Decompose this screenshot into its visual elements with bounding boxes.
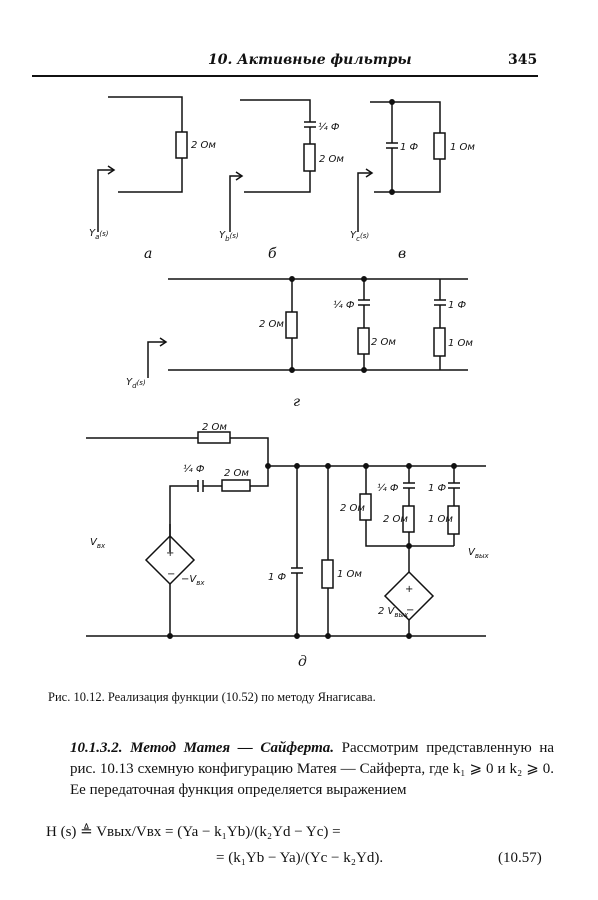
label-d-r1-right: 1 Ом (428, 514, 453, 525)
resistor-v (433, 132, 446, 160)
circuit-b: ¼ Ф 2 Ом Yb(s) б (219, 99, 344, 262)
label-v-r: 1 Ом (450, 142, 475, 153)
svg-text:−: − (406, 605, 414, 616)
resistor-b (303, 143, 316, 172)
label-d-c1: 1 Ф (268, 572, 287, 583)
resistor-g-2 (285, 311, 298, 339)
label-g-r2b: 2 Ом (371, 337, 396, 348)
panel-letter-g: г (293, 394, 300, 410)
resistor-d-ground (321, 559, 334, 589)
equation-number: (10.57) (498, 850, 542, 866)
label-d-r-top: 2 Ом (202, 422, 227, 433)
label-v-c: 1 Ф (400, 142, 419, 153)
label-d-c1-right: 1 Ф (428, 483, 447, 494)
label-g-c1: ¼ Ф (333, 299, 355, 311)
svg-text:+: + (166, 548, 174, 559)
figure-caption: Рис. 10.12. Реализация функции (10.52) п… (48, 690, 376, 704)
page-number: 345 (508, 52, 538, 68)
label-d-c-quarter-right: ¼ Ф (377, 482, 399, 494)
label-yc: Yc(s) (350, 230, 369, 243)
svg-text:−: − (167, 569, 175, 580)
label-b-c: ¼ Ф (318, 121, 340, 133)
label-2vout: 2 Vвых (378, 606, 409, 619)
circuit-a: 2 Ом Ya(s) а (89, 96, 216, 262)
label-yd: Yd(s) (126, 377, 146, 390)
circuit-g: 2 Ом ¼ Ф 2 Ом 1 Ф 1 Ом Yd(s) г (126, 276, 473, 410)
equation-line-2: = (k₁Yb − Ya)/(Yc − k₂Yd). (216, 850, 384, 866)
resistor-d-series (221, 479, 251, 492)
panel-letter-v: в (398, 246, 406, 262)
equation-line-1: H (s) ≜ Vвых/Vвх = (Ya − k₁Yb)/(k₂Yd − Y… (46, 824, 341, 840)
resistor-g-mid (357, 327, 370, 355)
label-d-r-series: 2 Ом (224, 468, 249, 479)
section-text: Рассмотрим представленную на рис. 10.13 … (70, 740, 555, 798)
circuit-v: 1 Ф 1 Ом Yc(s) в (350, 99, 475, 262)
resistor-a (175, 131, 188, 159)
label-d-r2-left: 2 Ом (340, 503, 365, 514)
label-b-r: 2 Ом (319, 154, 344, 165)
panel-letter-b: б (268, 246, 277, 262)
label-vout: Vвых (468, 547, 489, 560)
svg-text:+: + (405, 584, 413, 595)
circuit-figure: 2 Ом Ya(s) а ¼ Ф 2 Ом Yb(s) б (86, 96, 489, 670)
label-minus-vin: −Vвх (181, 574, 205, 587)
label-d-r2-mid: 2 Ом (383, 514, 408, 525)
label-vin: Vвх (90, 537, 106, 550)
header-rule (32, 75, 538, 77)
label-g-c2: 1 Ф (448, 300, 467, 311)
resistor-d-top (197, 431, 231, 444)
label-d-r1: 1 Ом (337, 569, 362, 580)
label-d-c: ¼ Ф (183, 463, 205, 475)
label-a-r: 2 Ом (191, 140, 216, 151)
label-g-r1: 1 Ом (448, 338, 473, 349)
section-paragraph: 10.1.3.2. Метод Матея — Сайферта. Рассмо… (70, 738, 554, 801)
label-yb: Yb(s) (219, 230, 239, 243)
label-g-r2: 2 Ом (259, 319, 284, 330)
panel-letter-a: а (144, 246, 152, 262)
circuit-d: + − (86, 422, 489, 670)
resistor-g-right (433, 327, 446, 357)
section-heading: 10.1.3.2. Метод Матея — Сайферта. (70, 740, 334, 756)
label-ya: Ya(s) (89, 228, 109, 241)
chapter-title: 10. Активные фильтры (208, 52, 412, 68)
panel-letter-d: д (298, 654, 307, 670)
